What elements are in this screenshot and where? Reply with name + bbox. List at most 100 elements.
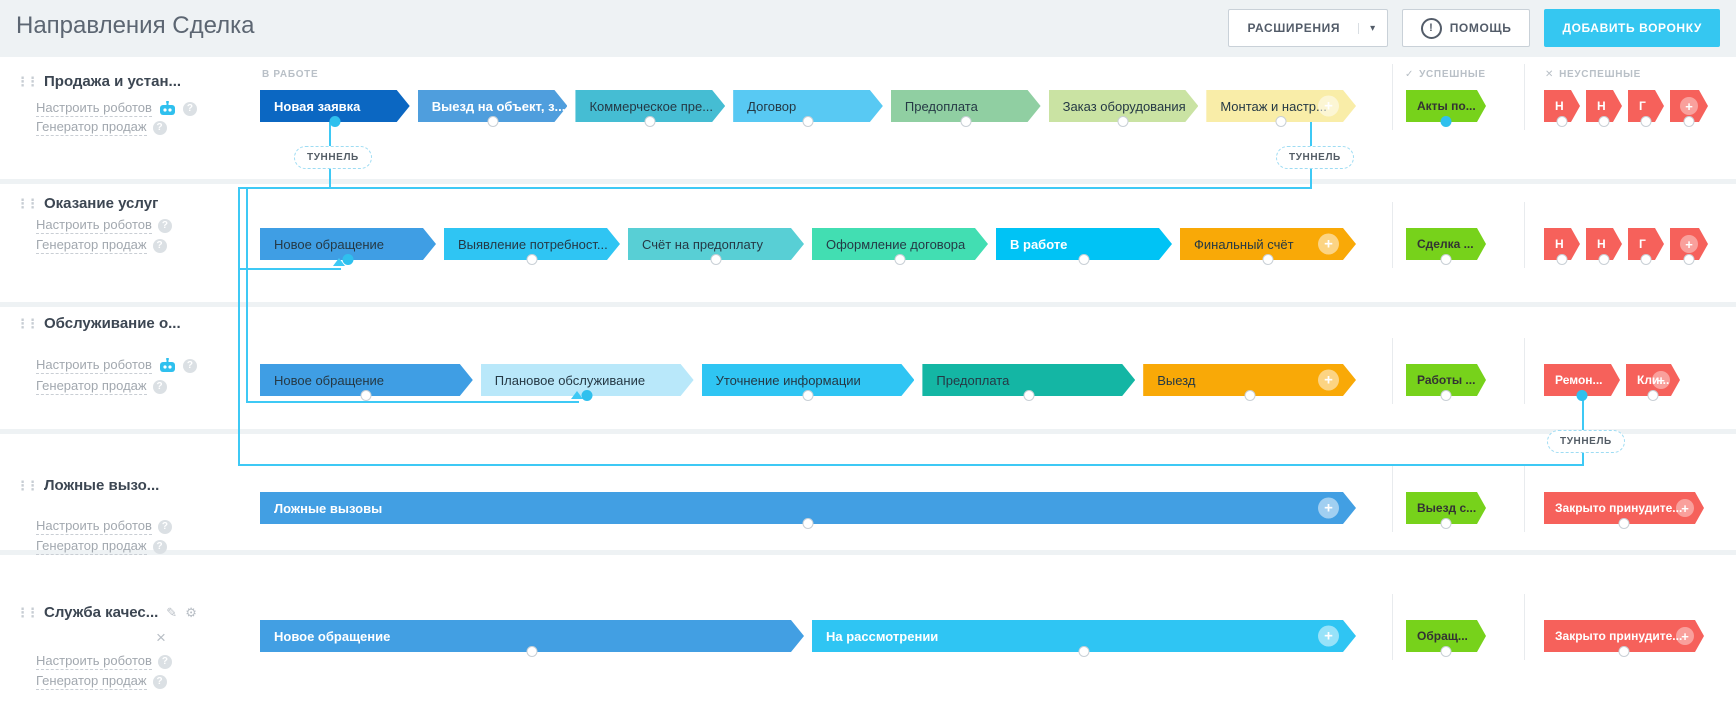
question-icon[interactable]: ?	[152, 674, 167, 689]
fail-stage[interactable]: Закрыто принудите...+	[1544, 492, 1704, 529]
add-stage-icon[interactable]: +	[1318, 626, 1339, 647]
stage-tunnel-dot[interactable]	[1117, 116, 1129, 127]
stage-tunnel-dot[interactable]	[526, 254, 538, 265]
stage-tunnel-dot[interactable]	[1078, 254, 1090, 265]
stage-tunnel-dot[interactable]	[1262, 254, 1274, 265]
sales-generator-link[interactable]: Генератор продаж?	[36, 673, 167, 690]
stage-tunnel-dot[interactable]	[1556, 254, 1568, 265]
stage-tunnel-dot[interactable]	[1440, 116, 1452, 127]
success-stage-arrow[interactable]: Выезд с...	[1406, 492, 1486, 524]
fail-stage[interactable]: Кли...+	[1626, 364, 1680, 401]
stage-arrow[interactable]: Новое обращение	[260, 364, 473, 396]
stage[interactable]: Договор	[733, 90, 883, 127]
success-stage[interactable]: Выезд с...	[1406, 492, 1486, 529]
configure-robots-link[interactable]: Настроить роботов?	[36, 357, 197, 374]
stage-tunnel-dot[interactable]	[802, 116, 814, 127]
stage[interactable]: Уточнение информации	[702, 364, 915, 401]
question-icon[interactable]: ?	[152, 120, 167, 135]
stage-tunnel-dot[interactable]	[581, 390, 593, 401]
drag-handle-icon[interactable]: ⋮⋮	[16, 316, 39, 331]
stage[interactable]: Предоплата	[891, 90, 1041, 127]
fail-stage[interactable]: Г	[1628, 90, 1664, 127]
stage[interactable]: Выезд на объект, з...	[418, 90, 568, 127]
question-icon[interactable]: ?	[152, 539, 167, 554]
extensions-button[interactable]: РАСШИРЕНИЯ ▾	[1228, 9, 1388, 47]
stage[interactable]: Новое обращение	[260, 364, 473, 401]
stage[interactable]: Монтаж и настр...+	[1206, 90, 1356, 127]
stage[interactable]: Финальный счёт+	[1180, 228, 1356, 265]
sales-generator-link[interactable]: Генератор продаж?	[36, 119, 167, 136]
help-button[interactable]: ! ПОМОЩЬ	[1401, 9, 1531, 47]
fail-stage[interactable]: Н	[1586, 228, 1622, 265]
funnel-title[interactable]: ⋮⋮Обслуживание о...	[16, 315, 181, 332]
fail-stage[interactable]: Г	[1628, 228, 1664, 265]
add-fail-stage-icon[interactable]: +	[1676, 499, 1694, 517]
stage-tunnel-dot[interactable]	[1640, 254, 1652, 265]
question-icon[interactable]: ?	[157, 218, 172, 233]
success-stage-arrow[interactable]: Обращ...	[1406, 620, 1486, 652]
fail-stage-arrow[interactable]: +	[1670, 90, 1708, 122]
sales-generator-link[interactable]: Генератор продаж?	[36, 538, 167, 555]
drag-handle-icon[interactable]: ⋮⋮	[16, 74, 39, 89]
stage[interactable]: Предоплата	[922, 364, 1135, 401]
add-funnel-button[interactable]: ДОБАВИТЬ ВОРОНКУ	[1544, 9, 1720, 47]
stage-tunnel-dot[interactable]	[360, 390, 372, 401]
stage-tunnel-dot[interactable]	[1078, 646, 1090, 657]
fail-stage[interactable]: Ремон...	[1544, 364, 1620, 401]
sales-generator-link[interactable]: Генератор продаж?	[36, 378, 167, 395]
stage[interactable]: Новое обращение	[260, 620, 804, 657]
question-icon[interactable]: ?	[152, 379, 167, 394]
fail-stage-arrow[interactable]: +	[1670, 228, 1708, 260]
question-icon[interactable]: ?	[152, 238, 167, 253]
success-stage[interactable]: Сделка ...	[1406, 228, 1486, 265]
configure-robots-link[interactable]: Настроить роботов?	[36, 653, 172, 670]
stage[interactable]: Оформление договора	[812, 228, 988, 265]
stage-tunnel-dot[interactable]	[342, 254, 354, 265]
stage-tunnel-dot[interactable]	[710, 254, 722, 265]
stage[interactable]: Коммерческое пре...	[575, 90, 725, 127]
sales-generator-link[interactable]: Генератор продаж?	[36, 237, 167, 254]
drag-handle-icon[interactable]: ⋮⋮	[16, 196, 39, 211]
configure-robots-link[interactable]: Настроить роботов?	[36, 518, 172, 535]
stage-tunnel-dot[interactable]	[1683, 116, 1695, 127]
stage-tunnel-dot[interactable]	[1275, 116, 1287, 127]
question-icon[interactable]: ?	[182, 358, 197, 373]
edit-pencil-icon[interactable]: ✎	[166, 604, 178, 620]
success-stage[interactable]: Акты по...	[1406, 90, 1486, 127]
funnel-title[interactable]: ⋮⋮Оказание услуг	[16, 195, 158, 212]
stage-tunnel-dot[interactable]	[1023, 390, 1035, 401]
stage-tunnel-dot[interactable]	[802, 390, 814, 401]
stage[interactable]: Плановое обслуживание	[481, 364, 694, 401]
tunnel-badge[interactable]: ТУННЕЛЬ	[1276, 146, 1354, 169]
question-icon[interactable]: ?	[157, 654, 172, 669]
stage-tunnel-dot[interactable]	[894, 254, 906, 265]
configure-robots-link[interactable]: Настроить роботов?	[36, 217, 172, 234]
add-stage-icon[interactable]: +	[1318, 234, 1339, 255]
funnel-title[interactable]: ⋮⋮Ложные вызо...	[16, 477, 159, 494]
stage-tunnel-dot[interactable]	[1440, 254, 1452, 265]
tunnel-badge[interactable]: ТУННЕЛЬ	[1547, 430, 1625, 453]
stage[interactable]: Выезд+	[1143, 364, 1356, 401]
stage[interactable]: Ложные вызовы+	[260, 492, 1356, 529]
stage-tunnel-dot[interactable]	[1598, 254, 1610, 265]
stage[interactable]: На рассмотрении+	[812, 620, 1356, 657]
fail-stage[interactable]: Н	[1544, 228, 1580, 265]
success-stage[interactable]: Работы ...	[1406, 364, 1486, 401]
stage-tunnel-dot[interactable]	[1618, 518, 1630, 529]
stage-tunnel-dot[interactable]	[1683, 254, 1695, 265]
fail-stage[interactable]: +	[1670, 90, 1708, 127]
stage-tunnel-dot[interactable]	[802, 518, 814, 529]
funnel-title[interactable]: ⋮⋮Продажа и устан...	[16, 73, 181, 90]
add-stage-icon[interactable]: +	[1318, 498, 1339, 519]
stage-tunnel-dot[interactable]	[526, 646, 538, 657]
add-fail-stage-icon[interactable]: +	[1676, 627, 1694, 645]
configure-robots-link[interactable]: Настроить роботов?	[36, 100, 197, 117]
question-icon[interactable]: ?	[182, 101, 197, 116]
success-stage[interactable]: Обращ...	[1406, 620, 1486, 657]
add-stage-icon[interactable]: +	[1318, 96, 1339, 117]
funnel-title[interactable]: ⋮⋮Служба качес...✎⚙	[16, 604, 197, 621]
close-icon[interactable]: ×	[156, 628, 166, 647]
extensions-button-label-seg[interactable]: РАСШИРЕНИЯ	[1229, 10, 1358, 46]
fail-stage[interactable]: Закрыто принудите...+	[1544, 620, 1704, 657]
stage-tunnel-dot[interactable]	[487, 116, 499, 127]
